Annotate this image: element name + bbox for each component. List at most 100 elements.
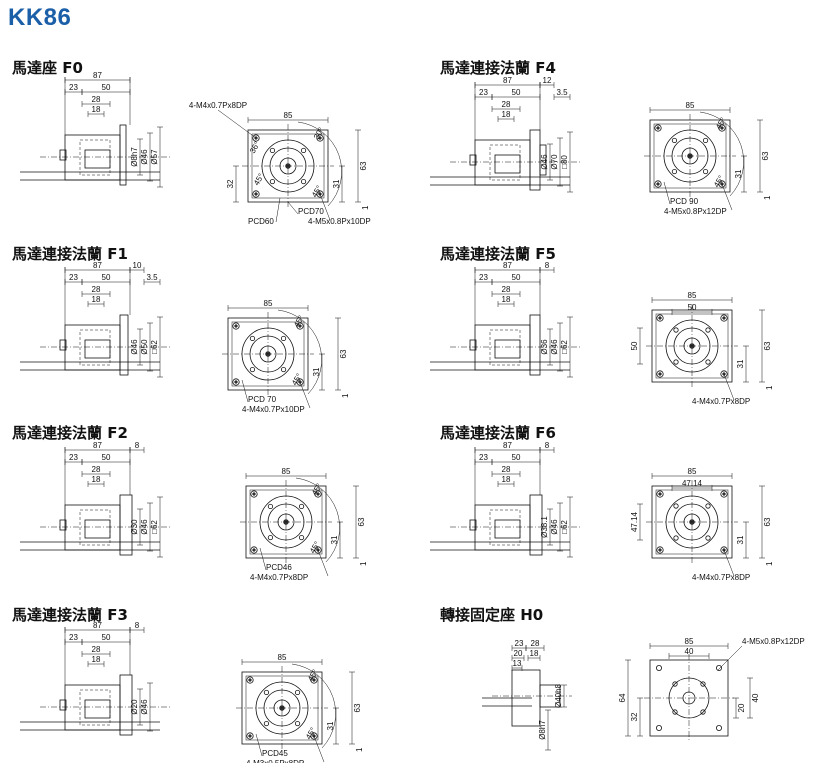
pcd-hole <box>298 503 305 510</box>
dim-label: 45° <box>310 482 324 497</box>
mount-hole <box>250 490 258 498</box>
mount-hole-core <box>658 548 662 552</box>
dim-label: 85 <box>282 467 291 476</box>
coupling <box>84 699 111 719</box>
dim-label: 1 <box>359 561 368 566</box>
line <box>255 733 263 757</box>
dim-label: 23 <box>69 453 78 462</box>
mount-hole <box>250 546 258 554</box>
dim-label: 50 <box>102 453 111 462</box>
mount-hole <box>246 676 254 684</box>
dim-label: 31 <box>326 721 335 730</box>
pcd-hole <box>671 168 678 175</box>
coupling-hidden <box>489 509 521 546</box>
mount-hole-core <box>234 380 238 384</box>
dim-label: 4-M4x0.7Px8DP <box>692 397 750 406</box>
mount-hole <box>720 490 728 498</box>
dim-label: 50 <box>102 83 111 92</box>
mount-hole <box>720 314 728 322</box>
flange <box>119 314 129 376</box>
mount-hole-core <box>248 678 252 682</box>
bracket <box>59 149 67 161</box>
dim-label: 32 <box>630 712 639 721</box>
flange <box>119 494 133 556</box>
dim-label: □62 <box>560 340 569 354</box>
pcd-hole <box>705 327 711 333</box>
dim-label: □80 <box>560 155 569 169</box>
pcd-hole <box>702 168 709 175</box>
angle-arc <box>699 111 744 197</box>
dim-label: 23 <box>479 453 488 462</box>
dim-label: 45° <box>306 668 320 683</box>
dim-label: 30° <box>312 126 326 141</box>
mount-hole-core <box>312 678 316 682</box>
mount-hole <box>252 134 260 142</box>
pcd-hole <box>700 709 706 715</box>
dim-label: 18 <box>92 105 101 114</box>
dim-label: 18 <box>92 295 101 304</box>
dim-label: 23 <box>479 88 488 97</box>
mount-hole <box>656 314 664 322</box>
dim-label: 1 <box>361 205 370 210</box>
dim-label: PCD70 <box>298 207 324 216</box>
dim-label: 45° <box>292 314 306 329</box>
flange <box>119 674 133 736</box>
dim-label: Ø8h7 <box>538 720 547 740</box>
pcd-hole <box>249 366 256 373</box>
dim-label: 28 <box>531 639 540 648</box>
dim-label: 63 <box>359 161 368 170</box>
bracket <box>59 339 67 351</box>
page-title: KK86 <box>8 4 72 31</box>
section-title-f2: 馬達連接法蘭 F2 <box>12 424 128 442</box>
dim-label: 3.5 <box>556 88 568 97</box>
dim-label: 85 <box>264 299 273 308</box>
body-block <box>474 504 531 551</box>
body-block <box>64 684 121 731</box>
dim-label: 23 <box>479 273 488 282</box>
dim-label: 1 <box>765 385 774 390</box>
mount-hole-core <box>656 182 660 186</box>
body-block <box>64 324 121 371</box>
dim-label: □62 <box>150 340 159 354</box>
dim-label: PCD45 <box>262 749 288 758</box>
dim-label: 1 <box>341 393 350 398</box>
coupling-hidden <box>79 509 111 546</box>
dim-label: 31 <box>736 535 745 544</box>
dim-label: 23 <box>515 639 524 648</box>
dim-label: PCD 90 <box>670 197 699 206</box>
section-title-f3: 馬達連接法蘭 F3 <box>12 606 128 624</box>
mount-hole <box>656 665 663 672</box>
line <box>723 549 735 577</box>
bracket <box>59 699 67 711</box>
bracket <box>469 339 477 351</box>
dim-label: 50 <box>512 88 521 97</box>
dim-label: 63 <box>353 703 362 712</box>
pcd-hole <box>672 681 678 687</box>
coupling-hidden <box>489 329 521 366</box>
dim-label: □62 <box>560 520 569 534</box>
mount-hole <box>232 322 240 330</box>
mount-hole-core <box>252 492 256 496</box>
mount-hole-core <box>298 324 302 328</box>
dim-label: Ø46 <box>130 339 139 355</box>
dim-label: 10 <box>133 261 142 270</box>
line <box>313 735 325 763</box>
dim-label: 28 <box>92 95 101 104</box>
dim-label: 85 <box>688 467 697 476</box>
dim-label: 31 <box>736 359 745 368</box>
motor-pilot <box>539 144 547 176</box>
flange <box>529 314 541 376</box>
section-title-f5: 馬達連接法蘭 F5 <box>440 245 556 263</box>
mount-hole <box>232 378 240 386</box>
dim-label: PCD46 <box>266 563 292 572</box>
mount-hole <box>314 490 322 498</box>
dim-label: 8 <box>545 261 550 270</box>
